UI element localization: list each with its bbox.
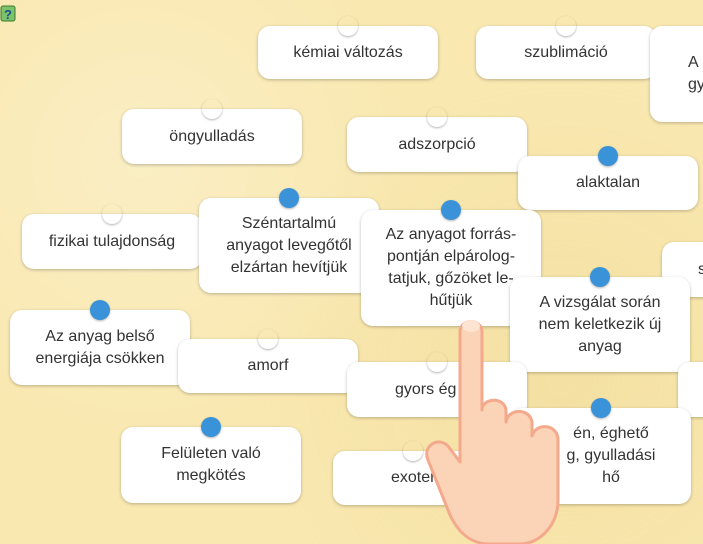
card-label: s	[698, 260, 703, 278]
card-label: én, éghető g, gyulladási hő	[566, 425, 656, 486]
blue-pin-icon	[598, 146, 618, 166]
blue-pin-icon	[90, 300, 110, 320]
card-label: szublimáció	[524, 43, 608, 61]
card-belso-energia[interactable]: Az anyag belső energiája csökken	[10, 300, 190, 385]
card-label: Széntartalmú anyagot levegőtől elzártan …	[226, 214, 352, 276]
card-label: A vizsgálat során nem keletkezik új anya…	[538, 293, 662, 355]
blue-pin-icon	[591, 398, 611, 418]
card-label: Az anyagot forrás- pontján elpárolog- ta…	[385, 226, 517, 309]
card-label: A gyor	[688, 54, 703, 93]
card-szentartalmu[interactable]: Széntartalmú anyagot levegőtől elzártan …	[199, 188, 379, 293]
card-label: öngyulladás	[169, 127, 255, 145]
orange-pin-icon	[338, 16, 358, 36]
blue-pin-icon	[441, 200, 461, 220]
orange-pin-icon	[202, 99, 222, 119]
card-label: Felületen való megkötés	[161, 445, 261, 484]
card-kemiai-valtozas[interactable]: kémiai változás	[258, 26, 438, 79]
card-alaktalan[interactable]: alaktalan	[518, 146, 698, 210]
card-gyors-partial[interactable]: A gyor	[650, 26, 703, 122]
pointing-hand-icon	[425, 320, 560, 544]
orange-pin-icon	[102, 204, 122, 224]
card-label: adszorpció	[398, 135, 476, 153]
card-label: Az anyag belső energiája csökken	[35, 327, 165, 367]
card-right-edge-partial[interactable]	[678, 362, 703, 417]
orange-pin-icon	[556, 16, 576, 36]
blue-pin-icon	[279, 188, 299, 208]
svg-text:?: ?	[4, 7, 12, 22]
orange-pin-icon	[258, 329, 278, 349]
help-question-icon[interactable]: ?	[0, 4, 20, 24]
card-ongyulladas[interactable]: öngyulladás	[122, 109, 302, 164]
card-fizikai-tulajdonsag[interactable]: fizikai tulajdonság	[22, 214, 202, 269]
blue-pin-icon	[201, 417, 221, 437]
card-label: exoter	[391, 469, 436, 486]
card-label: amorf	[247, 357, 289, 374]
card-label: alaktalan	[575, 174, 641, 191]
card-adszorpcio[interactable]: adszorpció	[347, 117, 527, 172]
card-label: kémiai változás	[293, 43, 403, 61]
blue-pin-icon	[590, 267, 610, 287]
card-label: gyors ég	[395, 380, 457, 398]
card-szublimacio[interactable]: szublimáció	[476, 26, 656, 79]
card-vizsgalat[interactable]: A vizsgálat során nem keletkezik új anya…	[510, 267, 690, 372]
card-feluleten[interactable]: Felületen való megkötés	[121, 417, 301, 503]
card-amorf[interactable]: amorf	[178, 339, 358, 393]
orange-pin-icon	[427, 107, 447, 127]
card-label: fizikai tulajdonság	[48, 232, 176, 250]
card-forraspont[interactable]: Az anyagot forrás- pontján elpárolog- ta…	[361, 200, 541, 326]
